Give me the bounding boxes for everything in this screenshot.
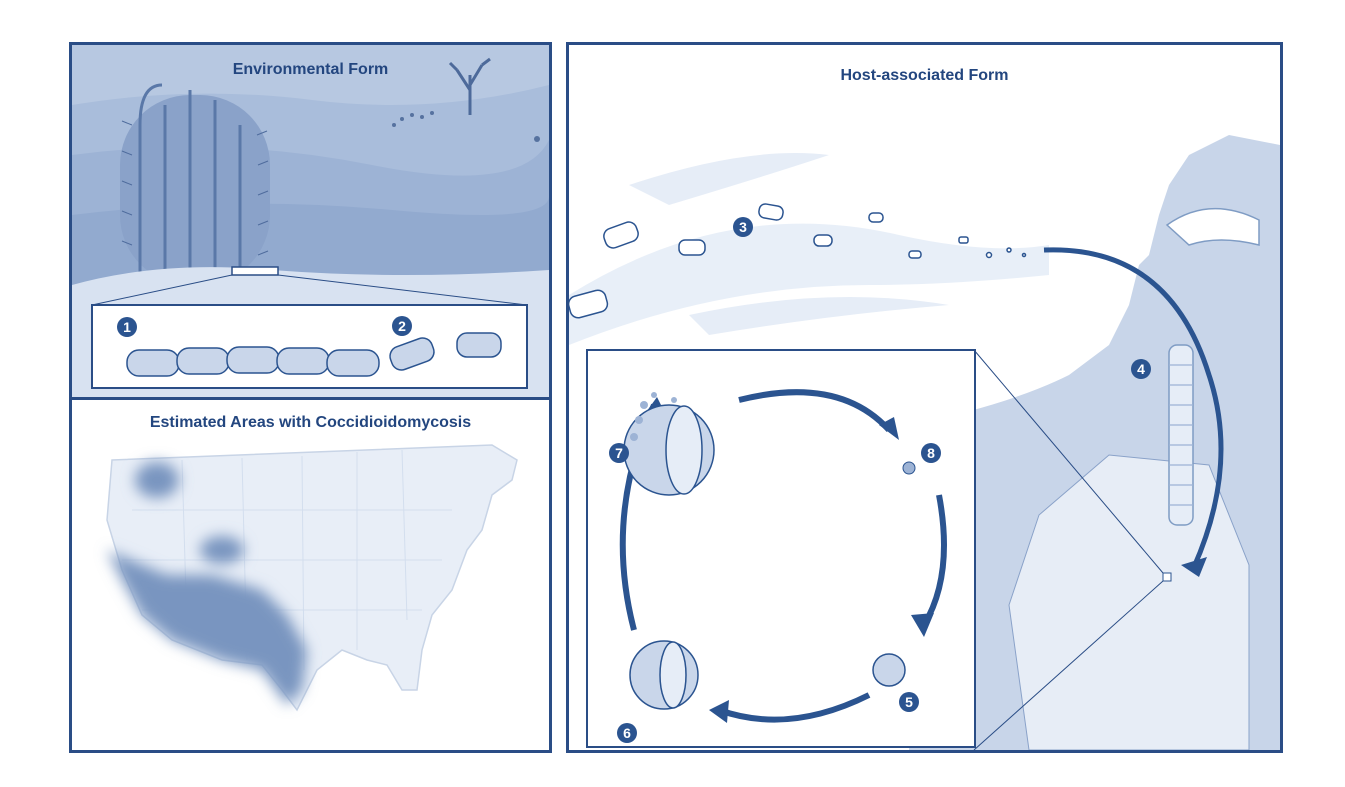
cactus-icon	[120, 85, 270, 285]
step-7-badge: 7	[609, 443, 629, 463]
spherule-5	[873, 654, 905, 686]
step-6-badge: 6	[617, 723, 637, 743]
svg-text:7: 7	[615, 445, 623, 461]
alveolus-marker	[1163, 573, 1171, 581]
host-scene: 3 4	[569, 45, 1280, 750]
endospore-8	[903, 462, 915, 474]
step-2-badge: 2	[392, 316, 412, 336]
environmental-form-panel: 1 2 Environmental Form	[69, 42, 552, 400]
svg-text:6: 6	[623, 725, 631, 741]
svg-text:3: 3	[739, 219, 747, 235]
desert-scene: 1 2	[72, 45, 549, 397]
svg-text:1: 1	[123, 319, 131, 335]
step-4-badge: 4	[1131, 359, 1151, 379]
step-3-badge: 3	[733, 217, 753, 237]
soil-sample-marker	[232, 267, 278, 275]
step-8-badge: 8	[921, 443, 941, 463]
svg-text:2: 2	[398, 318, 406, 334]
environmental-form-title: Environmental Form	[72, 61, 549, 79]
svg-text:8: 8	[927, 445, 935, 461]
svg-text:4: 4	[1137, 361, 1145, 377]
host-form-title: Host-associated Form	[569, 67, 1280, 85]
svg-text:5: 5	[905, 694, 913, 710]
host-form-panel: 3 4	[566, 42, 1283, 753]
airflow-stream	[569, 224, 1049, 345]
trachea-icon	[1169, 345, 1193, 525]
us-map	[72, 400, 549, 750]
step-1-badge: 1	[117, 317, 137, 337]
spherule-6	[630, 641, 698, 709]
map-panel: Estimated Areas with Coccidioidomycosis	[69, 397, 552, 753]
step-5-badge: 5	[899, 692, 919, 712]
